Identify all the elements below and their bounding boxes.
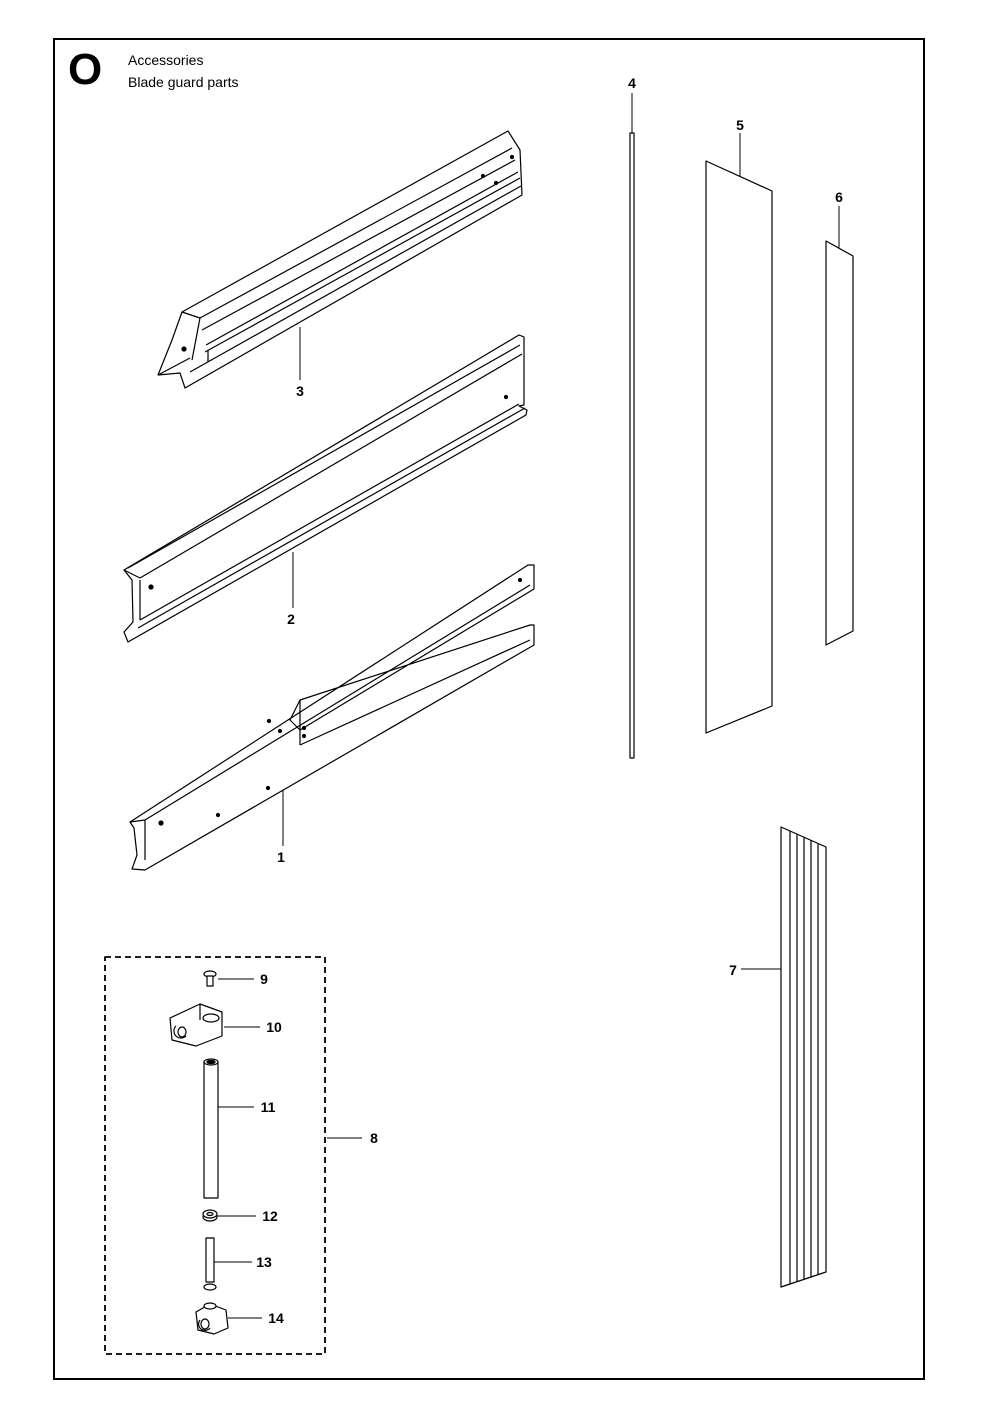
part-1-blade-guard xyxy=(129,564,535,871)
callout-12: 12 xyxy=(262,1208,278,1224)
callout-11: 11 xyxy=(261,1099,276,1115)
section-letter: O xyxy=(68,45,103,94)
callout-1: 1 xyxy=(277,849,285,865)
part-12-nut xyxy=(202,1209,218,1222)
part-7-ribbed-strip xyxy=(780,826,827,1288)
part-13-pin xyxy=(203,1237,217,1291)
kit-8-boundary xyxy=(104,956,326,1355)
title-accessories: Accessories xyxy=(128,52,204,68)
callout-8: 8 xyxy=(370,1130,378,1146)
callout-7: 7 xyxy=(729,962,737,978)
callout-9: 9 xyxy=(260,971,268,987)
part-4-rod xyxy=(629,132,635,759)
part-11-tube xyxy=(203,1058,219,1199)
title-blade-guard-parts: Blade guard parts xyxy=(128,74,239,90)
part-3-profile xyxy=(157,130,523,389)
callout-2: 2 xyxy=(287,611,295,627)
callout-4: 4 xyxy=(628,75,636,91)
callout-13: 13 xyxy=(256,1254,272,1270)
page-frame xyxy=(53,38,925,1380)
callout-5: 5 xyxy=(736,117,744,133)
leader-lines xyxy=(214,93,840,1319)
part-2-channel xyxy=(123,334,528,643)
part-5-panel xyxy=(705,160,773,734)
callout-14: 14 xyxy=(268,1310,284,1326)
callout-10: 10 xyxy=(266,1019,282,1035)
callout-3: 3 xyxy=(296,383,304,399)
part-6-narrow-panel xyxy=(825,240,854,646)
part-10-bracket xyxy=(169,1003,223,1047)
part-9-screw xyxy=(203,970,217,987)
callout-6: 6 xyxy=(835,189,843,205)
part-14-clamp xyxy=(195,1302,229,1335)
